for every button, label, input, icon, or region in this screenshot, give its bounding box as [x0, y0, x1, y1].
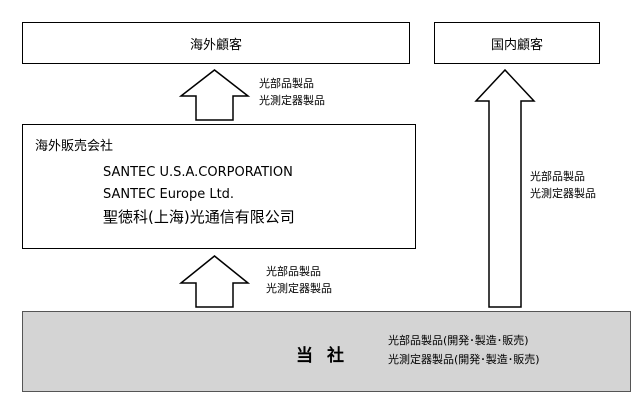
company-products: 光部品製品(開発･製造･販売) 光測定器製品(開発･製造･販売): [388, 331, 540, 369]
overseas-customers-box: 海外顧客: [22, 22, 410, 64]
sales-company-europe: SANTEC Europe Ltd.: [103, 187, 235, 202]
sales-companies-list: SANTEC U.S.A.CORPORATION SANTEC Europe L…: [103, 162, 295, 228]
company-box: 当社 光部品製品(開発･製造･販売) 光測定器製品(開発･製造･販売): [22, 311, 631, 392]
arrow-sales-to-overseas: [178, 69, 251, 121]
company-product-optical-components: 光部品製品(開発･製造･販売): [388, 334, 529, 347]
domestic-customers-box: 国内顧客: [434, 22, 600, 64]
arrow-company-to-sales: [178, 255, 251, 308]
overseas-sales-companies-box: 海外販売会社 SANTEC U.S.A.CORPORATION SANTEC E…: [22, 124, 416, 249]
flow-label-company-to-sales: 光部品製品 光測定器製品: [266, 265, 332, 295]
sales-company-usa: SANTEC U.S.A.CORPORATION: [103, 165, 293, 180]
overseas-customers-label: 海外顧客: [189, 37, 242, 53]
flow-label-company-to-domestic: 光部品製品 光測定器製品: [530, 170, 596, 200]
domestic-customers-label: 国内顧客: [490, 37, 543, 53]
sales-companies-title: 海外販売会社: [35, 139, 114, 154]
company-name: 当社: [296, 346, 358, 366]
company-product-optical-instruments: 光測定器製品(開発･製造･販売): [388, 353, 540, 366]
flow-label-sales-to-overseas: 光部品製品 光測定器製品: [259, 77, 325, 107]
arrow-company-to-domestic: [474, 68, 536, 308]
sales-company-shanghai: 聖徳科(上海)光通信有限公司: [103, 208, 295, 226]
